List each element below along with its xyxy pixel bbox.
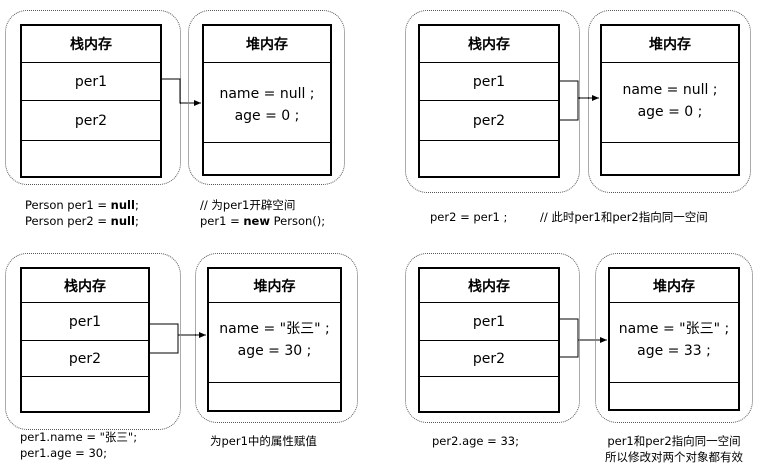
heap-object-area	[209, 302, 340, 382]
stack-memory-box-2: 栈内存 per1 per2	[418, 24, 560, 178]
caption-comment-set-fields: 为per1中的属性赋值	[210, 434, 317, 448]
stack-memory-box-3: 栈内存 per1 per2	[20, 267, 150, 413]
heap-header: 堆内存	[653, 278, 695, 295]
heap-panel-4	[595, 253, 753, 423]
heap-panel-1	[188, 10, 345, 185]
heap-header: 堆内存	[649, 37, 691, 53]
heap-slot-empty	[204, 142, 330, 174]
heap-slot-empty	[610, 382, 738, 410]
stack-panel-4	[405, 253, 580, 423]
heap-slot-empty	[209, 382, 340, 410]
stack-panel-3	[5, 253, 181, 430]
arrow-per2-to-heap-3	[150, 335, 179, 354]
stack-slot-per1: per1	[22, 302, 148, 340]
heap-header: 堆内存	[253, 278, 296, 295]
stack-slot-empty	[420, 140, 558, 176]
caption-code-set-fields: per1.name = "张三"; per1.age = 30;	[20, 430, 138, 460]
stack-header: 栈内存	[468, 278, 510, 295]
heap-field-age: age = 30 ;	[237, 343, 312, 359]
caption-comment-same-space: // 此时per1和per2指向同一空间	[540, 210, 708, 224]
caption-code-instantiate: // 为per1开辟空间 per1 = new Person();	[200, 198, 326, 228]
stack-slot-per1: per1	[22, 62, 160, 100]
heap-field-name: name = null ;	[219, 86, 315, 102]
stack-header: 栈内存	[64, 278, 106, 295]
caption-code-modify-age: per2.age = 33;	[432, 434, 519, 448]
caption-code-assign: per2 = per1 ;	[430, 210, 508, 224]
stack-slot-per1: per1	[420, 302, 558, 340]
heap-memory-box-1: 堆内存 name = null ; age = 0 ;	[202, 24, 332, 176]
stack-panel-2	[405, 10, 580, 193]
heap-header: 堆内存	[246, 37, 288, 53]
stack-slot-per1: per1	[420, 62, 558, 100]
heap-field-name: name = "张三" ;	[618, 321, 730, 337]
stack-memory-box-1: 栈内存 per1 per2	[20, 24, 162, 178]
arrow-per1-to-heap-1	[162, 78, 201, 106]
heap-slot-empty	[602, 142, 738, 174]
arrow-per1-to-heap-3	[150, 323, 206, 338]
heap-object-area	[610, 302, 738, 382]
heap-object-area	[204, 62, 330, 142]
heap-panel-3	[195, 253, 358, 423]
arrow-per1-to-heap-4	[560, 318, 607, 343]
stack-slot-empty	[420, 376, 558, 411]
arrow-per2-to-heap-4	[560, 340, 579, 358]
heap-memory-box-3: 堆内存 name = "张三" ; age = 30 ;	[207, 267, 342, 412]
heap-field-name: name = "张三" ;	[219, 321, 330, 337]
stack-slot-per2: per2	[22, 100, 160, 140]
stack-slot-empty	[22, 376, 148, 411]
heap-field-age: age = 33 ;	[637, 343, 711, 359]
heap-field-age: age = 0 ;	[234, 108, 300, 124]
heap-object-area	[602, 62, 738, 142]
heap-memory-box-2: 堆内存 name = null ; age = 0 ;	[600, 24, 740, 176]
heap-field-age: age = 0 ;	[637, 104, 703, 120]
stack-slot-empty	[22, 140, 160, 176]
heap-panel-2	[588, 10, 751, 193]
arrow-per1-to-heap-2	[560, 80, 599, 101]
stack-header: 栈内存	[70, 37, 112, 53]
heap-memory-box-4: 堆内存 name = "张三" ; age = 33 ;	[608, 267, 740, 411]
stack-slot-per2: per2	[22, 340, 148, 376]
stack-header: 栈内存	[468, 37, 510, 53]
caption-comment-shared: per1和per2指向同一空间 所以修改对两个对象都有效	[605, 434, 743, 464]
heap-field-name: name = null ;	[622, 82, 718, 98]
stack-slot-per2: per2	[420, 100, 558, 140]
caption-code-declare: Person per1 = null; Person per2 = null;	[25, 198, 139, 228]
arrow-per2-to-heap-2	[560, 98, 579, 121]
stack-slot-per2: per2	[420, 340, 558, 376]
stack-memory-box-4: 栈内存 per1 per2	[418, 267, 560, 413]
